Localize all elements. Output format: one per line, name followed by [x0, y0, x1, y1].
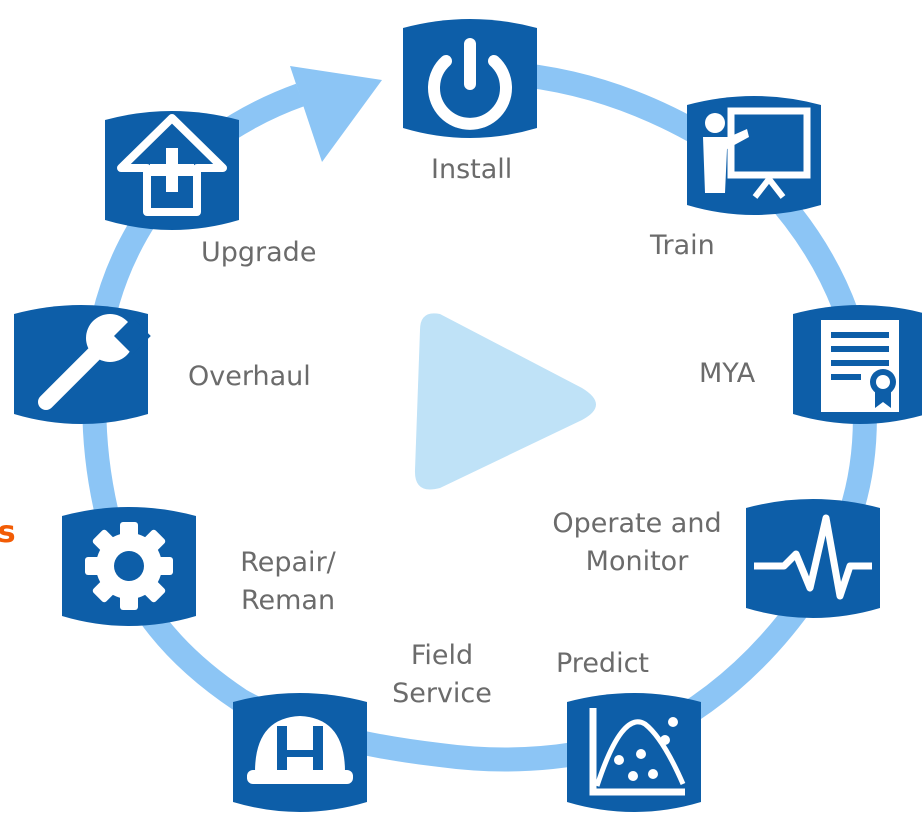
field-service-label-line1: Field — [410, 640, 474, 671]
mya-label: MYA — [699, 358, 756, 389]
predict-tile — [567, 693, 701, 812]
operate-label: Operate and Monitor — [540, 505, 734, 581]
repair-label-line1: Repair/ — [240, 547, 336, 578]
train-label: Train — [650, 230, 715, 261]
operate-label-line2: Monitor — [585, 546, 689, 577]
repair-label: Repair/ Reman — [228, 544, 348, 620]
repair-label-line2: Reman — [240, 585, 336, 616]
wrench-icon — [38, 314, 151, 410]
field-service-label: Field Service — [384, 637, 500, 713]
field-service-tile — [233, 693, 367, 812]
operate-tile — [746, 499, 880, 618]
arrow-up-plus-icon — [117, 114, 227, 216]
mya-tile — [793, 305, 922, 424]
hard-hat-icon — [247, 716, 353, 784]
predict-label: Predict — [556, 648, 649, 679]
field-service-label-line2: Service — [392, 678, 492, 709]
gear-icon — [85, 522, 173, 610]
cut-off-text: nts — [0, 515, 16, 550]
upgrade-tile — [105, 111, 239, 230]
certificate-icon — [821, 320, 899, 412]
train-tile — [687, 96, 821, 215]
install-label: Install — [431, 154, 513, 185]
upgrade-label: Upgrade — [201, 237, 317, 268]
heartbeat-icon — [754, 514, 872, 600]
power-icon — [428, 38, 512, 130]
scatter-curve-icon — [589, 708, 686, 796]
presentation-icon — [703, 107, 811, 199]
repair-tile — [62, 507, 196, 626]
overhaul-label: Overhaul — [188, 361, 311, 392]
overhaul-tile — [14, 305, 151, 424]
play-icon — [414, 313, 596, 490]
operate-label-line1: Operate and — [552, 508, 722, 539]
install-tile — [403, 19, 537, 138]
